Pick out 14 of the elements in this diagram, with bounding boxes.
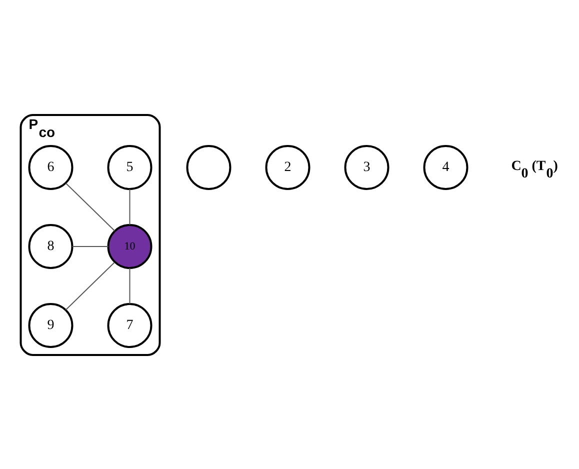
node-circle: 3 <box>344 144 390 190</box>
connector <box>65 182 116 231</box>
node-circle: 10 <box>107 224 152 268</box>
node-circle: 8 <box>28 224 74 268</box>
node-circle: 9 <box>28 302 74 348</box>
node-circle: 6 <box>28 144 74 190</box>
node-circle <box>186 144 232 190</box>
node-circle: 4 <box>423 144 468 190</box>
node-circle: 5 <box>107 144 152 190</box>
node-circle: 7 <box>107 302 152 348</box>
connector <box>129 267 130 304</box>
node-circle: 2 <box>265 144 310 190</box>
connector <box>65 261 116 310</box>
connector <box>129 188 130 225</box>
